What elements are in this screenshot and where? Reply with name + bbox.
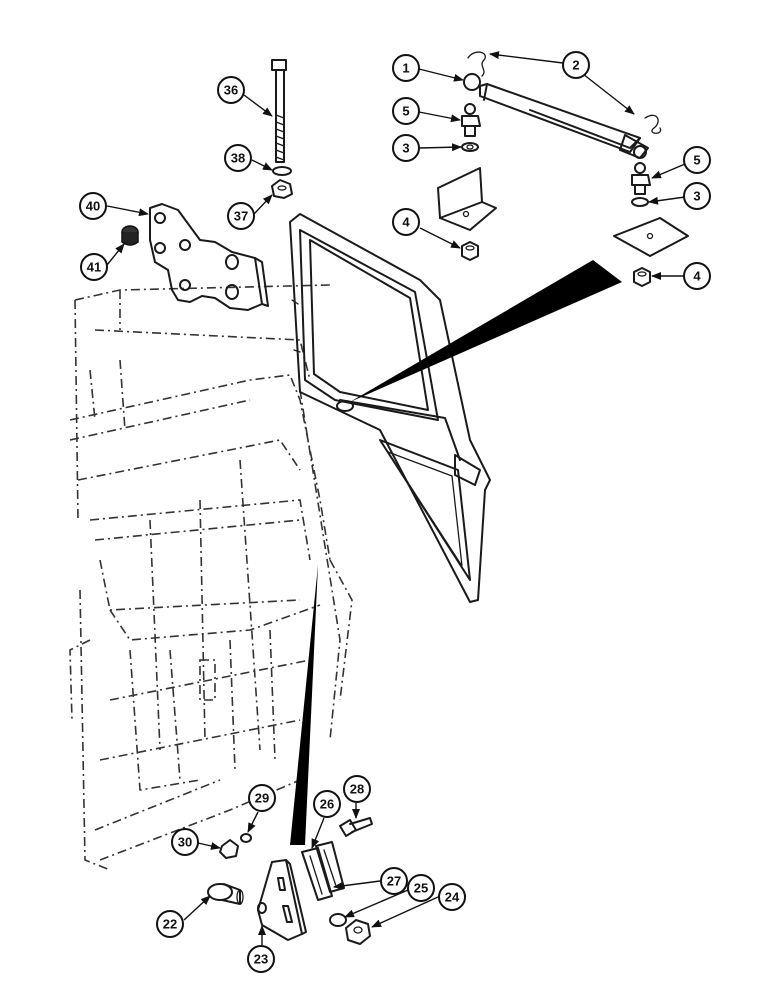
svg-text:30: 30 bbox=[178, 835, 192, 850]
lower-nut bbox=[345, 919, 371, 945]
svg-text:41: 41 bbox=[87, 260, 101, 275]
svg-text:5: 5 bbox=[402, 104, 409, 119]
hinge-washer bbox=[272, 166, 292, 176]
callout-27: 27 bbox=[380, 867, 408, 895]
slotted-shim-a bbox=[301, 847, 333, 901]
gas-strut bbox=[463, 73, 649, 159]
svg-text:26: 26 bbox=[320, 797, 334, 812]
svg-text:40: 40 bbox=[86, 199, 100, 214]
svg-text:23: 23 bbox=[254, 952, 268, 967]
ball-stud-right bbox=[631, 162, 651, 207]
callout-41: 41 bbox=[80, 253, 108, 281]
spring-clip-upper bbox=[467, 51, 486, 77]
hinge-bolt bbox=[271, 59, 287, 163]
callout-22: 22 bbox=[156, 910, 184, 938]
svg-text:4: 4 bbox=[693, 269, 701, 284]
callout-25: 25 bbox=[407, 874, 435, 902]
lower-washer bbox=[329, 913, 347, 927]
hinge-nut bbox=[271, 179, 293, 199]
pivot-pin bbox=[207, 883, 244, 905]
callout-36: 36 bbox=[217, 76, 245, 104]
svg-text:3: 3 bbox=[402, 141, 409, 156]
callout-37: 37 bbox=[227, 202, 255, 230]
svg-text:3: 3 bbox=[693, 189, 700, 204]
svg-text:27: 27 bbox=[387, 874, 401, 889]
rubber-plug bbox=[121, 225, 139, 246]
callout-30: 30 bbox=[171, 828, 199, 856]
callout-5-right: 5 bbox=[683, 146, 711, 174]
leader-lines bbox=[106, 51, 686, 945]
lower-bolt bbox=[339, 817, 373, 837]
lower-nut-small bbox=[219, 839, 239, 859]
svg-text:37: 37 bbox=[234, 209, 248, 224]
slotted-shim-b bbox=[315, 841, 345, 893]
spring-clip-lower bbox=[644, 114, 662, 134]
ball-stud-left bbox=[461, 103, 481, 152]
svg-text:28: 28 bbox=[350, 782, 364, 797]
callout-38: 38 bbox=[224, 144, 252, 172]
callout-3-left: 3 bbox=[392, 134, 420, 162]
svg-text:2: 2 bbox=[572, 58, 579, 73]
pointer-wedge-upper bbox=[350, 260, 622, 402]
callout-5-left: 5 bbox=[392, 97, 420, 125]
callout-26: 26 bbox=[313, 790, 341, 818]
callout-1: 1 bbox=[392, 54, 420, 82]
lower-washer-small bbox=[240, 833, 252, 843]
svg-text:38: 38 bbox=[231, 151, 245, 166]
callout-29: 29 bbox=[248, 784, 276, 812]
angle-bracket-left bbox=[437, 167, 497, 231]
cab-frame-outline bbox=[69, 284, 353, 871]
door-frame bbox=[289, 213, 491, 603]
svg-text:25: 25 bbox=[414, 881, 428, 896]
svg-text:5: 5 bbox=[693, 153, 700, 168]
hinge-bracket bbox=[149, 203, 269, 311]
nut-left bbox=[461, 241, 479, 261]
callout-24: 24 bbox=[438, 883, 466, 911]
svg-text:29: 29 bbox=[255, 791, 269, 806]
svg-text:4: 4 bbox=[402, 215, 410, 230]
callout-4-right: 4 bbox=[683, 262, 711, 290]
lower-plate bbox=[257, 859, 307, 941]
svg-text:24: 24 bbox=[445, 890, 460, 905]
svg-text:1: 1 bbox=[402, 61, 409, 76]
svg-text:22: 22 bbox=[163, 917, 177, 932]
callout-23: 23 bbox=[247, 945, 275, 973]
callout-2: 2 bbox=[562, 51, 590, 79]
pointer-wedge-lower bbox=[290, 565, 318, 845]
plate-right bbox=[613, 217, 689, 257]
callout-4-left: 4 bbox=[392, 208, 420, 236]
callout-40: 40 bbox=[79, 192, 107, 220]
callout-3-right: 3 bbox=[683, 182, 711, 210]
callout-28: 28 bbox=[343, 775, 371, 803]
nut-right bbox=[633, 267, 651, 287]
svg-text:36: 36 bbox=[224, 83, 238, 98]
